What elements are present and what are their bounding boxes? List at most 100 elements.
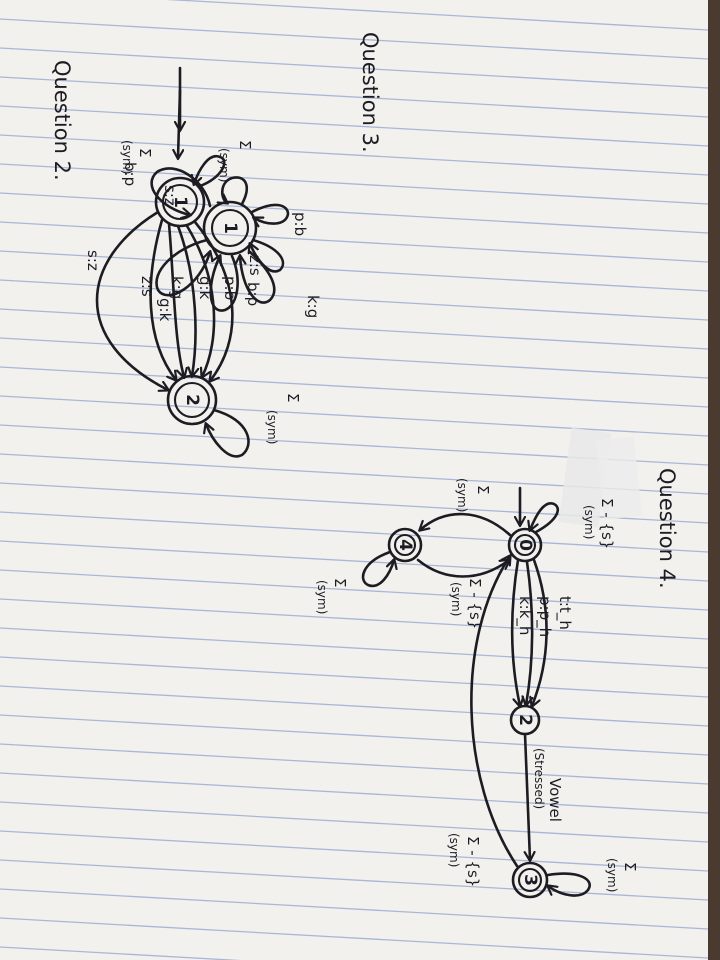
- rule-line: [0, 395, 709, 437]
- q4-edge-2-3: [525, 732, 530, 860]
- q4-label-ph: p:p_h: [535, 596, 554, 637]
- rule-line: [0, 830, 709, 872]
- q4-state-4-label: 4: [395, 539, 415, 551]
- rule-line: [0, 511, 709, 553]
- rotated-page-content: Question 2. 1 b:p p:b g:k k:g z:s s:z Σ …: [50, 32, 679, 899]
- q4-state-2-label: 2: [515, 714, 535, 726]
- q2-loop-kg: [240, 250, 276, 304]
- q4-label-th: t:t_h: [555, 596, 574, 630]
- q4-state-0-label: 0: [515, 539, 535, 551]
- rule-line: [0, 18, 709, 60]
- desk-edge: [708, 0, 720, 960]
- q3-arc-gk: [176, 224, 195, 376]
- q3-end-loop-sigma: Σ: [284, 393, 302, 402]
- rule-line: [0, 743, 709, 785]
- rule-line: [0, 105, 709, 147]
- q4-state-3-inner: [517, 867, 543, 893]
- q4-label-kh: k:k_h: [515, 596, 534, 635]
- rule-line: [0, 859, 709, 901]
- question2-title: Question 2.: [50, 60, 74, 181]
- q4-state-0-outer: [507, 527, 543, 563]
- q2-label-bp: b:p: [121, 162, 139, 186]
- q3-label-bp: b:p: [244, 282, 262, 306]
- rule-line: [0, 76, 709, 118]
- rule-line: [0, 163, 709, 205]
- q2-label-sz: s:z: [161, 185, 179, 206]
- rule-line: [0, 47, 709, 89]
- q3-arc-kg: [167, 222, 184, 377]
- rule-line: [0, 569, 709, 611]
- q4-loop4-sym: (sym): [315, 580, 329, 614]
- q2-label-sigma: Σ: [136, 148, 154, 157]
- rule-line: [0, 598, 709, 640]
- rule-line: [0, 366, 709, 408]
- q3-state-1-label: 1: [170, 196, 190, 208]
- q2-loop-sz: [250, 203, 290, 224]
- rule-line: [0, 279, 709, 321]
- q3-label-kg: k:g: [168, 276, 186, 299]
- q4-start-loop-sym: (sym): [582, 505, 596, 539]
- rule-line: [0, 540, 709, 582]
- rule-line: [0, 627, 709, 669]
- q4-edge-3-0-sym: (sym): [447, 833, 461, 867]
- question3-diagram: Question 3. 1 Σ (sym) 2 Σ (sym) b:: [84, 32, 382, 458]
- q2-label-sym: (sym): [120, 140, 134, 174]
- q4-state-3-label: 3: [520, 874, 540, 886]
- question4-title: Question 4.: [655, 468, 679, 589]
- rule-line: [0, 221, 709, 263]
- rule-line: [0, 192, 709, 234]
- rule-line: [0, 888, 709, 930]
- q3-arc-sz: [95, 210, 168, 390]
- q4-loop4-sigma: Σ: [331, 578, 349, 587]
- rule-line: [0, 685, 709, 727]
- q4-state-4-inner: [393, 533, 417, 557]
- rule-line: [0, 714, 709, 756]
- question3-title: Question 3.: [358, 32, 382, 153]
- tape-strip-2: [595, 436, 643, 520]
- q4-edge-2-3-bottom: (Stressed): [532, 748, 546, 809]
- q3-arc-zs: [149, 218, 176, 380]
- q4-state-4-outer: [387, 527, 423, 563]
- q4-loop4: [361, 550, 394, 588]
- q4-edge-th: [532, 558, 548, 706]
- q2-label-pb: p:b: [291, 212, 309, 236]
- q3-label-pb: p:b: [221, 276, 239, 300]
- q4-edge-0-4-sym: (sym): [455, 478, 469, 512]
- q4-edge-4-0-sigma: Σ - {s}: [466, 578, 484, 629]
- q2-loop-gk: [209, 256, 239, 312]
- rule-line: [0, 801, 709, 843]
- q4-edge-4-0-sym: (sym): [449, 582, 463, 616]
- question4-diagram: Question 4. 0 Σ - {s} (sym) 4 Σ (sym) Σ …: [315, 468, 679, 899]
- rule-line: [0, 656, 709, 698]
- q3-arc-pb: [185, 224, 216, 377]
- q2-label-kg: k:g: [304, 295, 322, 318]
- q2-label-zs: z:s: [246, 255, 264, 276]
- q4-loop3-sym: (sym): [605, 858, 619, 892]
- q3-start-loop-sigma: Σ: [236, 140, 254, 149]
- q4-state-3-outer: [511, 861, 549, 899]
- q4-edge-3-0: [470, 556, 519, 868]
- q4-state-0-inner: [513, 533, 537, 557]
- q3-label-sz: s:z: [84, 250, 102, 271]
- rule-line: [0, 917, 709, 959]
- rule-line: [0, 946, 242, 960]
- q2-loop-zs: [250, 238, 285, 273]
- rule-line: [0, 134, 709, 176]
- q3-start-loop: [194, 154, 226, 188]
- q3-arc-bp: [193, 220, 234, 381]
- question2-diagram: Question 2. 1 b:p p:b g:k k:g z:s s:z Σ …: [50, 60, 322, 322]
- q3-end-loop: [206, 408, 250, 458]
- q3-state-2-label: 2: [182, 394, 202, 406]
- q3-start-loop-sym: (sym): [217, 148, 231, 182]
- rule-line: [0, 250, 709, 292]
- q2-state-1-label: 1: [220, 222, 240, 234]
- rule-line: [0, 772, 709, 814]
- q4-edge-3-0-sigma: Σ - {s}: [464, 836, 482, 887]
- q3-label-gk: g:k: [196, 276, 214, 300]
- q4-loop3: [548, 872, 591, 897]
- q4-edge-kh: [510, 558, 520, 706]
- q4-edge-2-3-top: Vowel: [546, 778, 564, 822]
- q4-start-loop-sigma: Σ - {s}: [598, 498, 616, 549]
